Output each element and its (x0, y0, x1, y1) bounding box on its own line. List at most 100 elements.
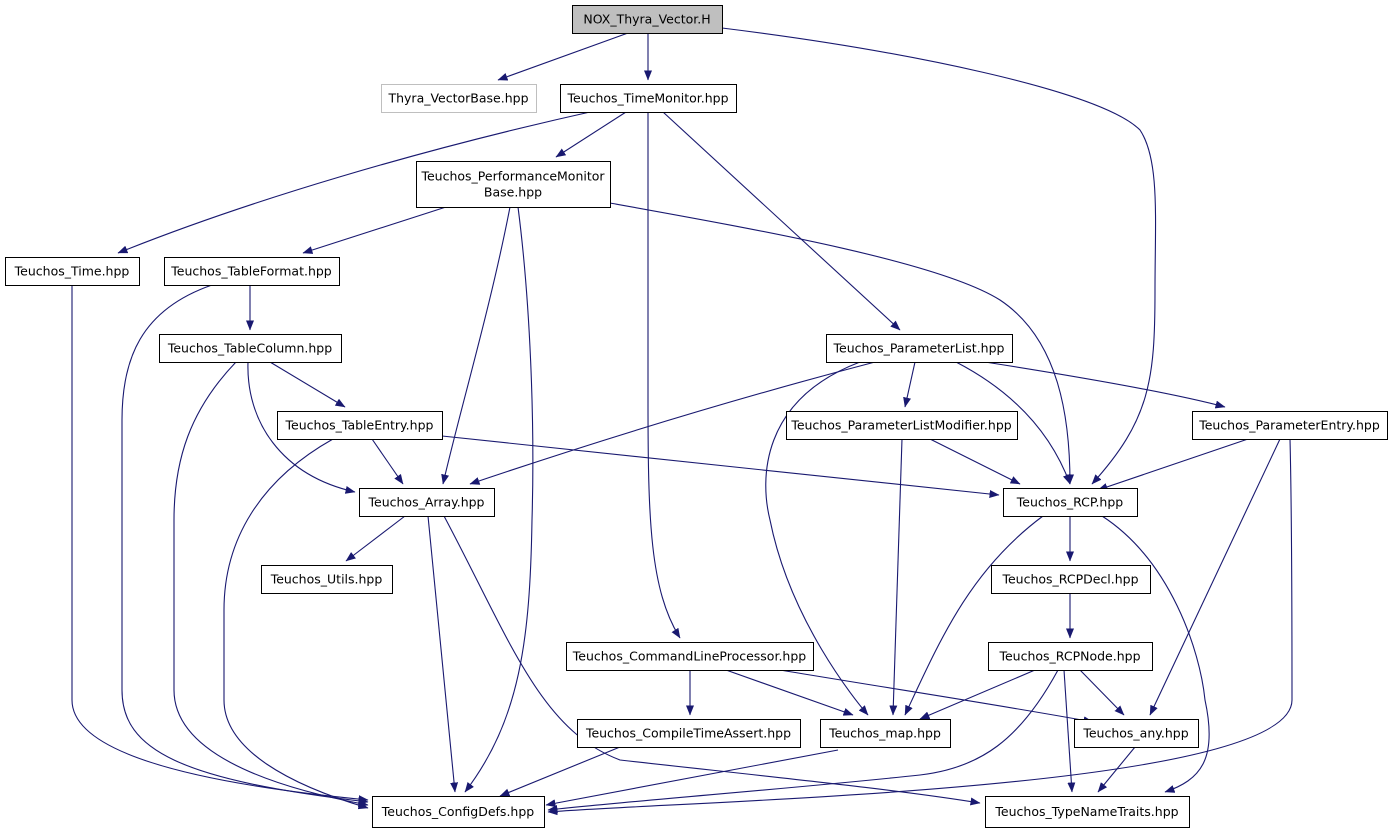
edge-clp-to-map (725, 669, 854, 716)
node-label: Teuchos_ParameterListModifier.hpp (790, 418, 1011, 433)
node-label: Teuchos_map.hpp (828, 726, 941, 741)
edge-plist-to-pentry (984, 361, 1226, 409)
node-box (991, 565, 1151, 594)
edge-array-to-utils (345, 515, 406, 562)
edge-pentry-to-any (1149, 438, 1281, 716)
edge-plist-to-rcp (955, 361, 1071, 485)
node-clp[interactable]: Teuchos_CommandLineProcessor.hpp (566, 642, 814, 671)
edge-pentry-to-config (547, 438, 1293, 816)
node-label: NOX_Thyra_Vector.H (583, 12, 710, 27)
node-label: Teuchos_RCPNode.hpp (998, 649, 1140, 664)
node-label: Teuchos_ConfigDefs.hpp (381, 804, 534, 819)
edge-clp-to-any (779, 669, 1094, 725)
node-tablefmt[interactable]: Teuchos_TableFormat.hpp (164, 257, 340, 286)
node-box (826, 334, 1013, 363)
node-time[interactable]: Teuchos_Time.hpp (5, 257, 140, 286)
node-box (261, 565, 393, 594)
edge-tableentry-to-rcp (441, 435, 1000, 498)
node-box (381, 84, 537, 113)
edge-timemon-to-plist (662, 111, 901, 331)
node-rcpdecl[interactable]: Teuchos_RCPDecl.hpp (991, 565, 1151, 594)
node-cta[interactable]: Teuchos_CompileTimeAssert.hpp (577, 719, 801, 748)
edge-root-to-rcp (721, 27, 1157, 485)
edge-perfmon-to-tablefmt (302, 206, 447, 254)
node-label: Teuchos_TableFormat.hpp (170, 264, 332, 279)
node-label: Base.hpp (484, 185, 542, 200)
node-box (572, 5, 723, 34)
edge-map-to-config (545, 749, 839, 808)
edge-rcpnode-to-config (547, 669, 1059, 813)
edge-tableentry-to-array (371, 438, 404, 485)
node-tableentry[interactable]: Teuchos_TableEntry.hpp (277, 411, 443, 440)
node-config[interactable]: Teuchos_ConfigDefs.hpp (372, 796, 545, 828)
edge-plist-to-array (469, 361, 876, 485)
edge-plist-to-plistmod (903, 361, 916, 408)
edge-tablecol-to-array (247, 361, 356, 494)
edge-plist-to-map (765, 361, 869, 716)
node-box (560, 84, 737, 113)
edge-perfmon-to-rcp (609, 202, 1074, 485)
node-label: Teuchos_Utils.hpp (270, 572, 383, 587)
edge-root-to-vecbase (497, 32, 629, 81)
node-box (359, 488, 495, 517)
node-label: Teuchos_TableColumn.hpp (167, 341, 332, 356)
edge-pentry-to-rcp (1097, 438, 1249, 491)
edge-plistmod-to-map (889, 438, 903, 716)
node-plist[interactable]: Teuchos_ParameterList.hpp (826, 334, 1013, 363)
edge-plistmod-to-rcp (929, 438, 1021, 485)
edge-rcp-to-typename (1101, 515, 1210, 793)
node-array[interactable]: Teuchos_Array.hpp (359, 488, 495, 517)
node-rcp[interactable]: Teuchos_RCP.hpp (1003, 488, 1138, 517)
node-label: Teuchos_CompileTimeAssert.hpp (585, 726, 791, 741)
edge-cta-to-config (499, 746, 621, 797)
node-label: Teuchos_Time.hpp (14, 264, 130, 279)
node-any[interactable]: Teuchos_any.hpp (1074, 719, 1199, 748)
edge-tablecol-to-config (173, 361, 369, 808)
node-box (985, 796, 1190, 828)
node-utils[interactable]: Teuchos_Utils.hpp (261, 565, 393, 594)
edge-timemon-to-perfmon (555, 111, 627, 158)
node-box (416, 161, 611, 208)
edge-array-to-config (427, 515, 459, 793)
edge-timemon-to-clp (647, 112, 681, 639)
node-box (988, 642, 1153, 671)
node-tablecol[interactable]: Teuchos_TableColumn.hpp (159, 334, 342, 363)
node-label: Teuchos_TableEntry.hpp (285, 418, 434, 433)
node-typename[interactable]: Teuchos_TypeNameTraits.hpp (985, 796, 1190, 828)
edge-rcpnode-to-typename (1063, 669, 1076, 793)
node-root[interactable]: NOX_Thyra_Vector.H (572, 5, 723, 34)
edge-timemon-to-time (117, 111, 591, 254)
edge-tablefmt-to-config (121, 284, 369, 805)
node-box (1074, 719, 1199, 748)
node-label: Teuchos_RCPDecl.hpp (1001, 572, 1138, 587)
node-box (164, 257, 340, 286)
node-box (277, 411, 443, 440)
node-label: Teuchos_ParameterEntry.hpp (1198, 418, 1380, 433)
node-box (820, 719, 951, 748)
node-timemon[interactable]: Teuchos_TimeMonitor.hpp (560, 84, 737, 113)
node-box (372, 796, 545, 828)
node-box (566, 642, 814, 671)
node-plistmod[interactable]: Teuchos_ParameterListModifier.hpp (786, 411, 1018, 440)
edge-rcpnode-to-any (1079, 669, 1125, 716)
node-box (1003, 488, 1138, 517)
node-map[interactable]: Teuchos_map.hpp (820, 719, 951, 748)
node-label: Teuchos_PerformanceMonitor (420, 169, 605, 184)
node-box (5, 257, 140, 286)
node-label: Teuchos_RCP.hpp (1016, 495, 1124, 510)
node-label: Teuchos_any.hpp (1082, 726, 1188, 741)
node-box (786, 411, 1018, 440)
edge-any-to-typename (1097, 746, 1136, 793)
edge-perfmon-to-config (464, 206, 534, 793)
edge-tablecol-to-tableentry (269, 361, 346, 408)
node-box (159, 334, 342, 363)
node-label: Teuchos_TimeMonitor.hpp (566, 91, 728, 106)
node-rcpnode[interactable]: Teuchos_RCPNode.hpp (988, 642, 1153, 671)
node-label: Teuchos_ParameterList.hpp (833, 341, 1005, 356)
edge-rcp-to-map (904, 515, 1044, 716)
node-box (1192, 411, 1388, 440)
node-pentry[interactable]: Teuchos_ParameterEntry.hpp (1192, 411, 1388, 440)
node-box (577, 719, 801, 748)
